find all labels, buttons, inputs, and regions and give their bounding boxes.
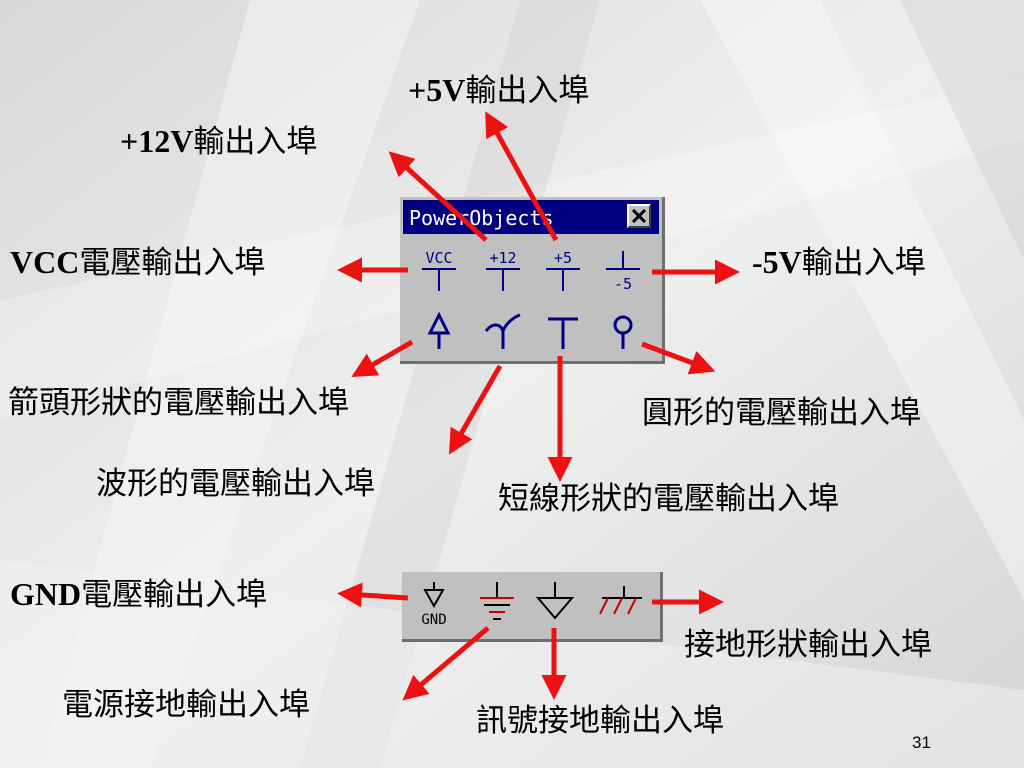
label-circle-port: 圓形的電壓輸出入埠 bbox=[642, 395, 921, 431]
label-earth-port: 接地形狀輸出入埠 bbox=[684, 627, 932, 663]
label-gnd-text: 電壓輸出入埠 bbox=[81, 577, 268, 613]
label-plus12: +12V輸出入埠 bbox=[120, 125, 317, 158]
minus5-icon-label: -5 bbox=[614, 275, 632, 293]
vcc-icon-label: VCC bbox=[425, 249, 452, 267]
plus5-power-port-button[interactable]: +5 bbox=[538, 247, 588, 297]
arrow-power-port-button[interactable] bbox=[414, 309, 464, 353]
plus5-icon-label: +5 bbox=[554, 249, 572, 267]
label-minus5-num: -5V bbox=[752, 244, 802, 280]
label-gnd: GND電壓輸出入埠 bbox=[10, 578, 267, 611]
label-vcc-num: VCC bbox=[10, 244, 80, 280]
window-title: PowerObjects bbox=[409, 206, 554, 230]
signal-ground-port-button[interactable] bbox=[532, 578, 578, 628]
earth-ground-port-button[interactable] bbox=[594, 578, 650, 628]
gnd-power-port-button[interactable]: GND bbox=[412, 580, 456, 630]
label-wave-port: 波形的電壓輸出入埠 bbox=[96, 466, 375, 502]
label-bar-port: 短線形狀的電壓輸出入埠 bbox=[498, 481, 839, 517]
label-gnd-num: GND bbox=[10, 576, 82, 612]
power-objects-titlebar[interactable]: PowerObjects bbox=[403, 200, 659, 234]
wave-power-port-button[interactable] bbox=[478, 309, 528, 353]
minus5-power-port-button[interactable]: -5 bbox=[598, 247, 648, 297]
vcc-power-port-button[interactable]: VCC bbox=[414, 247, 464, 297]
label-minus5: -5V輸出入埠 bbox=[752, 246, 926, 279]
label-minus5-text: 輸出入埠 bbox=[801, 245, 926, 281]
power-objects-window: PowerObjects VCC +12 +5 -5 bbox=[400, 197, 665, 364]
label-plus5: +5V輸出入埠 bbox=[408, 74, 589, 107]
plus12-power-port-button[interactable]: +12 bbox=[478, 247, 528, 297]
bar-power-port-button[interactable] bbox=[538, 309, 588, 353]
label-signal-ground: 訊號接地輸出入埠 bbox=[476, 703, 724, 739]
close-icon bbox=[631, 208, 647, 224]
label-plus5-num: +5V bbox=[408, 72, 466, 108]
power-ground-port-button[interactable] bbox=[474, 578, 520, 628]
ground-objects-toolbar: GND bbox=[402, 572, 663, 642]
label-plus12-num: +12V bbox=[120, 123, 194, 159]
label-vcc-text: 電壓輸出入埠 bbox=[79, 245, 266, 281]
label-arrow-port: 箭頭形狀的電壓輸出入埠 bbox=[8, 385, 349, 421]
page-number: 31 bbox=[912, 733, 931, 752]
close-button[interactable] bbox=[627, 204, 651, 228]
label-power-ground: 電源接地輸出入埠 bbox=[62, 687, 310, 723]
label-plus5-text: 輸出入埠 bbox=[465, 73, 590, 109]
circle-power-port-button[interactable] bbox=[598, 309, 648, 353]
label-vcc: VCC電壓輸出入埠 bbox=[10, 246, 265, 279]
plus12-icon-label: +12 bbox=[489, 249, 516, 267]
gnd-icon-label: GND bbox=[421, 612, 446, 628]
label-plus12-text: 輸出入埠 bbox=[193, 124, 318, 160]
